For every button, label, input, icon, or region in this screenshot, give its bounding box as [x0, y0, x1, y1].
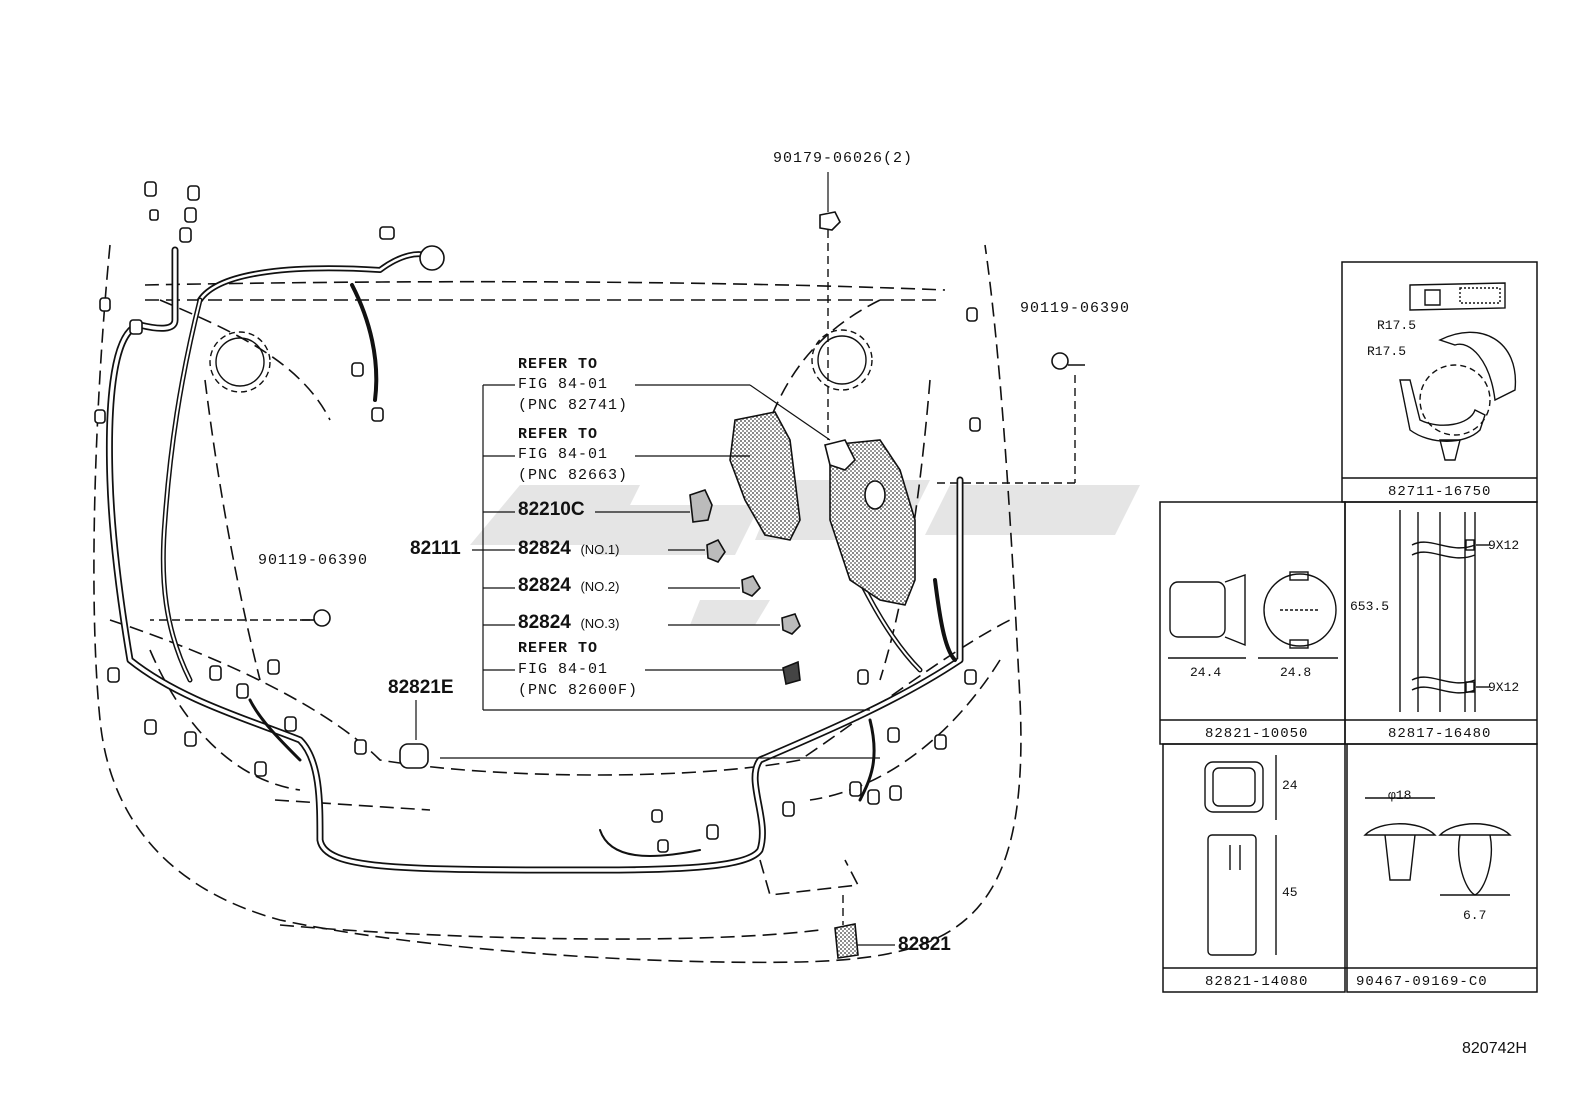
protector-slot-top: 9X12 [1488, 538, 1520, 553]
harness-connectors [94, 181, 981, 853]
sensor-14080-drawing [1204, 755, 1277, 956]
detail-box-frames [1159, 261, 1538, 993]
small-parts [300, 211, 1085, 959]
clamp-drawing [1399, 282, 1517, 461]
callout-harness-82111: 82111 [410, 538, 461, 559]
part-code: 82824 [518, 538, 571, 559]
protector-slot-bottom: 9X12 [1488, 680, 1520, 695]
leader-lines-dashed [150, 230, 1076, 925]
refer-line1: REFER TO [518, 356, 599, 373]
strut-towers [209, 329, 873, 393]
refer-line3: (PNC 82600F) [518, 682, 639, 699]
caption-82817-16480: 82817-16480 [1388, 726, 1492, 742]
part-code: 82824 [518, 612, 571, 633]
refer-line3: (PNC 82741) [518, 397, 629, 414]
part-suffix: (NO.3) [580, 616, 620, 631]
legend-item-82210c: 82210C [518, 499, 585, 520]
sensor-10050-dim-width: 24.4 [1190, 665, 1222, 680]
caption-82711-16750: 82711-16750 [1388, 484, 1492, 500]
refer-line2: FIG 84-01 [518, 376, 609, 393]
legend-item-82824-no3: 82824 (NO.3) [518, 612, 620, 633]
part-suffix: (NO.1) [580, 542, 620, 557]
callout-bolt-90179: 90179-06026(2) [773, 150, 914, 167]
legend-item-82824-no1: 82824 (NO.1) [518, 538, 620, 559]
refer-line1: REFER TO [518, 426, 599, 443]
refer-line3: (PNC 82663) [518, 467, 629, 484]
caption-90467-09169-c0: 90467-09169-C0 [1356, 974, 1488, 990]
caption-82821-14080: 82821-14080 [1205, 974, 1309, 990]
clamp-radius-1: R17.5 [1377, 318, 1417, 333]
wire-harness [105, 246, 964, 874]
callout-screw-left: 90119-06390 [258, 552, 369, 569]
callout-sensor-82821: 82821 [898, 934, 951, 955]
clip-thickness: 6.7 [1463, 908, 1487, 923]
part-code: 82824 [518, 575, 571, 596]
callout-screw-right: 90119-06390 [1020, 300, 1131, 317]
figure-id: 820742H [1462, 1040, 1527, 1057]
part-suffix: (NO.2) [580, 579, 620, 594]
refer-line2: FIG 84-01 [518, 661, 609, 678]
vehicle-body-outline [93, 244, 1022, 964]
protector-drawing [1399, 510, 1490, 712]
sensor-10050-drawing [1168, 571, 1338, 659]
callout-sensor-82821e: 82821E [388, 677, 454, 698]
clip-diameter: φ18 [1388, 788, 1412, 803]
junction-blocks [729, 411, 916, 606]
sensor-10050-dim-diameter: 24.8 [1280, 665, 1312, 680]
refer-line2: FIG 84-01 [518, 446, 609, 463]
protector-length: 653.5 [1350, 599, 1390, 614]
sensor-14080-height: 45 [1282, 885, 1298, 900]
clip-drawing [1363, 797, 1512, 896]
caption-82821-10050: 82821-10050 [1205, 726, 1309, 742]
leader-lines-solid [415, 172, 895, 946]
refer-line1: REFER TO [518, 640, 599, 657]
legend-item-82824-no2: 82824 (NO.2) [518, 575, 620, 596]
sensor-14080-width: 24 [1282, 778, 1298, 793]
clamp-radius-2: R17.5 [1367, 344, 1407, 359]
